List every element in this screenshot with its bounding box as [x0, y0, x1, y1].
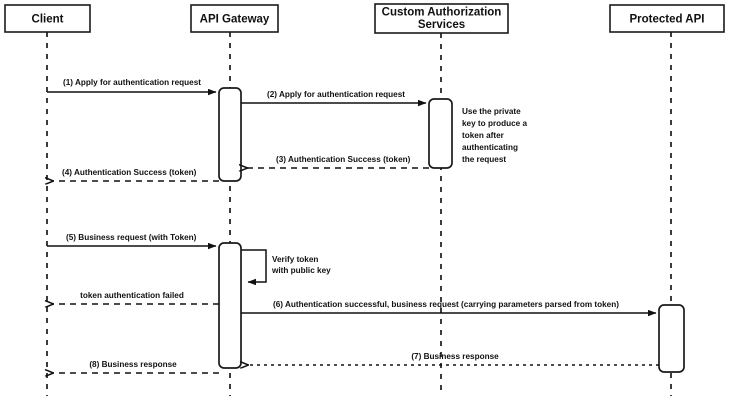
self-message-verify-token-label-line2: with public key — [271, 266, 331, 275]
participant-label-client: Client — [32, 14, 64, 26]
note-private-key-line-5: the request — [462, 155, 506, 164]
self-message-verify-token: Verify token with public key — [241, 249, 331, 286]
message-1-apply-for-authentication-request: (1) Apply for authentication request — [47, 78, 217, 96]
participant-box-client[interactable] — [4, 4, 91, 33]
message-3-label: (3) Authentication Success (token) — [276, 155, 411, 164]
activation-bars — [218, 87, 685, 373]
activation-cas-auth — [428, 98, 453, 169]
participant-label-custom-authorization-services-line2: Services — [418, 19, 465, 31]
self-message-verify-token-path — [241, 249, 267, 286]
message-5-label: (5) Business request (with Token) — [66, 233, 197, 242]
message-1-label: (1) Apply for authentication request — [63, 78, 201, 87]
message-2-label: (2) Apply for authentication request — [267, 90, 405, 99]
participant-protected-api[interactable]: Protected API — [609, 4, 725, 33]
message-4-label: (4) Authentication Success (token) — [62, 168, 197, 177]
participant-label-api-gateway: API Gateway — [200, 14, 270, 26]
activation-protected-api-business — [658, 304, 685, 373]
message-6-authentication-successful-business-request: (6) Authentication successful, business … — [241, 300, 657, 317]
participant-api-gateway[interactable]: API Gateway — [190, 4, 279, 33]
participant-custom-authorization-services[interactable]: Custom Authorization Services — [374, 3, 509, 34]
participant-label-protected-api: Protected API — [630, 14, 705, 26]
note-private-key-line-1: Use the private — [462, 107, 521, 116]
participant-box-protected-api[interactable] — [609, 4, 725, 33]
message-3-authentication-success-token: (3) Authentication Success (token) — [247, 155, 429, 168]
activation-gateway-auth — [218, 87, 242, 182]
participant-client[interactable]: Client — [4, 4, 91, 33]
message-5-business-request-with-token: (5) Business request (with Token) — [47, 233, 217, 250]
message-8-business-response: (8) Business response — [53, 360, 219, 373]
message-4-authentication-success-token: (4) Authentication Success (token) — [53, 168, 219, 181]
message-2-apply-for-authentication-request: (2) Apply for authentication request — [241, 90, 427, 107]
note-private-key-line-3: token after — [462, 131, 505, 140]
message-7-business-response: (7) Business response — [248, 352, 659, 365]
participant-box-api-gateway[interactable] — [190, 4, 279, 33]
message-6-label: (6) Authentication successful, business … — [273, 300, 619, 309]
message-8-label: (8) Business response — [89, 360, 177, 369]
self-message-verify-token-label-line1: Verify token — [272, 255, 318, 264]
message-7-label: (7) Business response — [411, 352, 499, 361]
message-token-authentication-failed-label: token authentication failed — [80, 291, 184, 300]
participant-box-custom-authorization-services[interactable] — [374, 3, 509, 34]
note-private-key: Use the private key to produce a token a… — [462, 107, 528, 164]
activation-gateway-business — [218, 242, 242, 369]
participant-label-custom-authorization-services-line1: Custom Authorization — [382, 7, 502, 19]
note-private-key-line-2: key to produce a — [462, 119, 528, 128]
note-private-key-line-4: authenticating — [462, 143, 518, 152]
message-token-authentication-failed: token authentication failed — [53, 291, 219, 304]
